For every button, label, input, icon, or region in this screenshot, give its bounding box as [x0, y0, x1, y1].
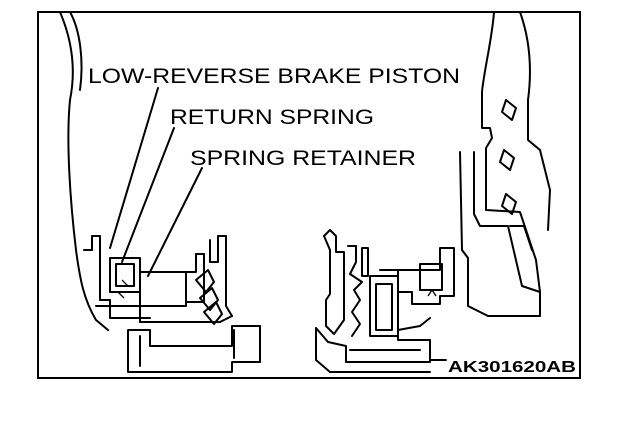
right-housing — [459, 11, 551, 317]
figure-code: AK301620AB — [448, 359, 576, 376]
right-piston-assembly — [323, 229, 455, 337]
left-housing — [59, 11, 233, 331]
label-spring-retainer: SPRING RETAINER — [190, 147, 416, 170]
label-return-spring: RETURN SPRING — [170, 106, 374, 129]
left-spring-stack — [195, 235, 233, 325]
label-low-reverse-brake-piston: LOW-REVERSE BRAKE PISTON — [88, 65, 460, 88]
left-hub — [127, 325, 261, 373]
leader-lines — [109, 87, 447, 361]
left-piston-assembly — [109, 253, 205, 307]
